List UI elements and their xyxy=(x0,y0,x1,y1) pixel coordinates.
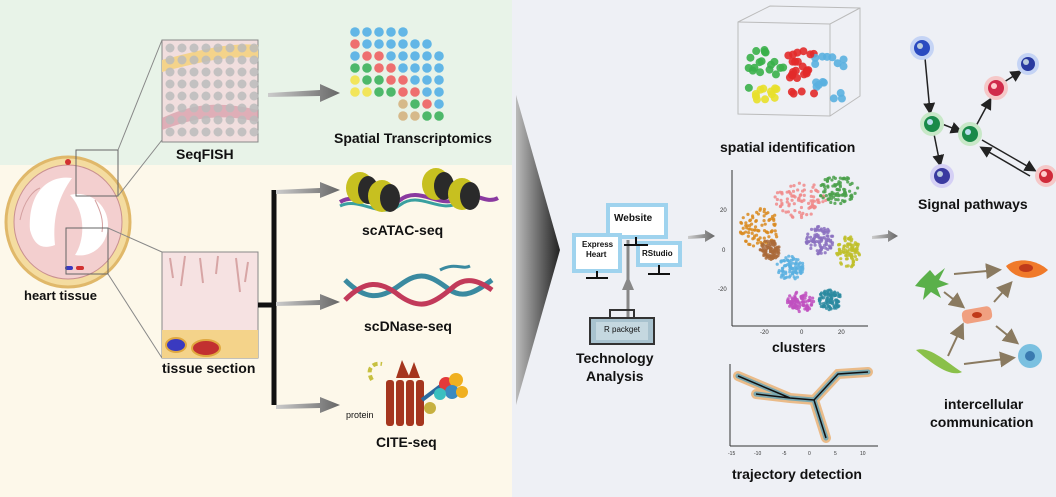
svg-text:-20: -20 xyxy=(718,287,727,293)
intercellular-label-1: intercellular xyxy=(944,396,1024,412)
technology-analysis-line1: Technology xyxy=(576,350,654,366)
express-heart-label-2: Heart xyxy=(586,250,607,259)
scdnase-label: scDNase-seq xyxy=(364,318,452,334)
heart-tissue-illustration xyxy=(4,39,163,359)
technology-diagram xyxy=(572,203,682,345)
big-flow-arrow xyxy=(516,95,560,405)
scatac-illustration xyxy=(338,168,499,212)
seqfish-image xyxy=(161,39,259,143)
trajectory-detection-label: trajectory detection xyxy=(732,466,862,482)
svg-text:0: 0 xyxy=(808,451,811,457)
svg-text:20: 20 xyxy=(720,208,727,214)
scdnase-illustration xyxy=(343,264,494,307)
spatial-transcriptomics-label: Spatial Transcriptomics xyxy=(334,130,492,146)
protein-label: protein xyxy=(346,410,374,420)
spatial-cube xyxy=(737,5,861,117)
scatac-label: scATAC-seq xyxy=(362,222,444,238)
spatial-identification-label: spatial identification xyxy=(720,139,856,155)
svg-text:20: 20 xyxy=(838,330,845,336)
trajectory-plot: -15 -10 -5 0 5 10 xyxy=(728,364,878,457)
svg-text:-20: -20 xyxy=(760,330,769,336)
tissue-section-image xyxy=(161,251,259,359)
cite-seq-label: CITE-seq xyxy=(376,434,437,450)
spatial-dots xyxy=(350,27,444,121)
svg-text:5: 5 xyxy=(834,451,837,457)
tissue-section-label: tissue section xyxy=(162,360,256,376)
heart-tissue-label: heart tissue xyxy=(24,288,97,303)
website-label: Website xyxy=(614,213,653,224)
svg-text:-10: -10 xyxy=(754,451,761,457)
intercellular-diagram xyxy=(915,260,1048,374)
intercellular-label-2: communication xyxy=(930,414,1034,430)
svg-text:0: 0 xyxy=(722,248,726,254)
signal-pathways-diagram xyxy=(910,36,1056,188)
arrow-to-spatial xyxy=(268,84,340,102)
express-heart-label-1: Express xyxy=(582,240,614,249)
clusters-scatter: 20 0 -20 -20 0 20 xyxy=(718,170,868,336)
svg-text:10: 10 xyxy=(860,451,866,457)
rpackage-label: R packget xyxy=(604,325,641,334)
branch-connector xyxy=(258,182,340,413)
svg-text:-15: -15 xyxy=(728,451,735,457)
rstudio-label: RStudio xyxy=(642,249,673,258)
seqfish-label: SeqFISH xyxy=(176,146,234,162)
technology-analysis-line2: Analysis xyxy=(586,368,644,384)
svg-text:-5: -5 xyxy=(782,451,787,457)
clusters-label: clusters xyxy=(772,339,826,355)
signal-pathways-label: Signal pathways xyxy=(918,196,1028,212)
svg-text:0: 0 xyxy=(800,330,804,336)
cite-seq-illustration xyxy=(367,360,468,426)
